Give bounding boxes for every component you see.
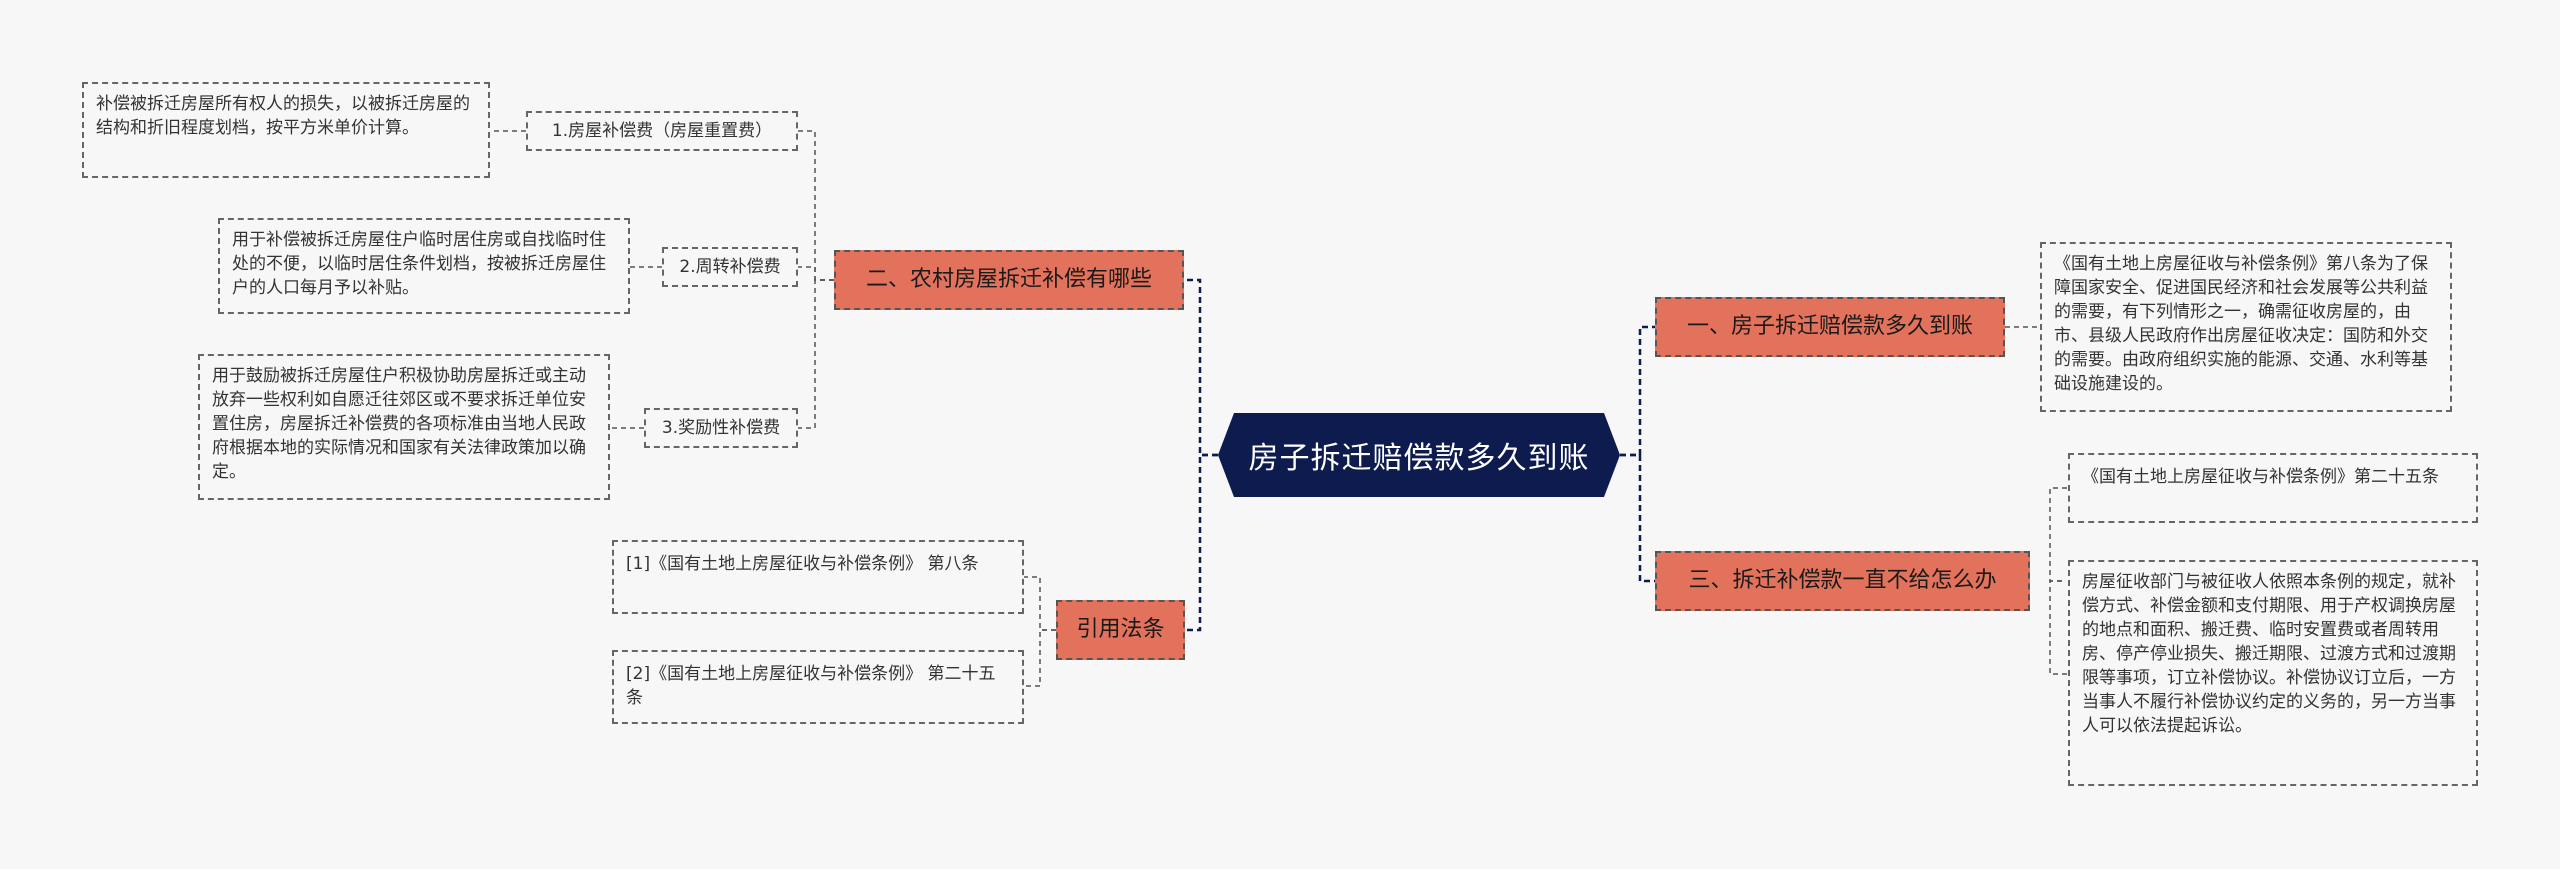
note-house-compensation-fee: 补偿被拆迁房屋所有权人的损失，以被拆迁房屋的结构和折旧程度划档，按平方米单价计算… (82, 82, 490, 178)
branch-rural-house-compensation[interactable]: 二、农村房屋拆迁补偿有哪些 (834, 250, 1184, 310)
note-text: 《国有土地上房屋征收与补偿条例》第八条为了保障国家安全、促进国民经济和社会发展等… (2054, 254, 2428, 394)
reference-article-25[interactable]: [2]《国有土地上房屋征收与补偿条例》 第二十五条 (612, 650, 1024, 724)
branch-label: 一、房子拆迁赔偿款多久到账 (1686, 313, 1973, 339)
note-turnover-compensation-fee: 用于补偿被拆迁房屋住户临时居住房或自找临时住处的不便，以临时居住条件划档，按被拆… (218, 218, 630, 314)
leaf-label: 2.周转补偿费 (679, 257, 781, 277)
note-article-8: 《国有土地上房屋征收与补偿条例》第八条为了保障国家安全、促进国民经济和社会发展等… (2040, 242, 2452, 412)
note-text: 用于补偿被拆迁房屋住户临时居住房或自找临时住处的不便，以临时居住条件划档，按被拆… (232, 230, 606, 298)
root-topic-label: 房子拆迁赔偿款多久到账 (1248, 441, 1590, 476)
branch-cited-laws[interactable]: 引用法条 (1056, 600, 1185, 660)
note-text: 用于鼓励被拆迁房屋住户积极协助房屋拆迁或主动放弃一些权利如自愿迁往郊区或不要求拆… (212, 366, 586, 482)
reference-text: [2]《国有土地上房屋征收与补偿条例》 第二十五条 (626, 664, 996, 708)
reference-text: [1]《国有土地上房屋征收与补偿条例》 第八条 (626, 554, 979, 574)
leaf-incentive-compensation-fee[interactable]: 3.奖励性补偿费 (644, 408, 798, 448)
note-article-25-content: 房屋征收部门与被征收人依照本条例的规定，就补偿方式、补偿金额和支付期限、用于产权… (2068, 560, 2478, 786)
leaf-turnover-compensation-fee[interactable]: 2.周转补偿费 (662, 247, 798, 287)
branch-payment-time[interactable]: 一、房子拆迁赔偿款多久到账 (1655, 297, 2005, 357)
note-text: 补偿被拆迁房屋所有权人的损失，以被拆迁房屋的结构和折旧程度划档，按平方米单价计算… (96, 94, 470, 138)
note-text: 《国有土地上房屋征收与补偿条例》第二十五条 (2082, 467, 2439, 487)
note-text: 房屋征收部门与被征收人依照本条例的规定，就补偿方式、补偿金额和支付期限、用于产权… (2082, 572, 2456, 736)
leaf-label: 3.奖励性补偿费 (661, 418, 781, 438)
root-topic[interactable]: 房子拆迁赔偿款多久到账 (1218, 413, 1620, 497)
reference-article-8[interactable]: [1]《国有土地上房屋征收与补偿条例》 第八条 (612, 540, 1024, 614)
branch-label: 引用法条 (1076, 616, 1165, 642)
branch-label: 三、拆迁补偿款一直不给怎么办 (1688, 567, 1997, 593)
note-incentive-compensation-fee: 用于鼓励被拆迁房屋住户积极协助房屋拆迁或主动放弃一些权利如自愿迁往郊区或不要求拆… (198, 354, 610, 500)
leaf-label: 1.房屋补偿费（房屋重置费） (551, 121, 773, 141)
note-article-25-title: 《国有土地上房屋征收与补偿条例》第二十五条 (2068, 453, 2478, 523)
branch-label: 二、农村房屋拆迁补偿有哪些 (865, 266, 1152, 292)
branch-unpaid-compensation[interactable]: 三、拆迁补偿款一直不给怎么办 (1655, 551, 2030, 611)
leaf-house-compensation-fee[interactable]: 1.房屋补偿费（房屋重置费） (526, 111, 798, 151)
